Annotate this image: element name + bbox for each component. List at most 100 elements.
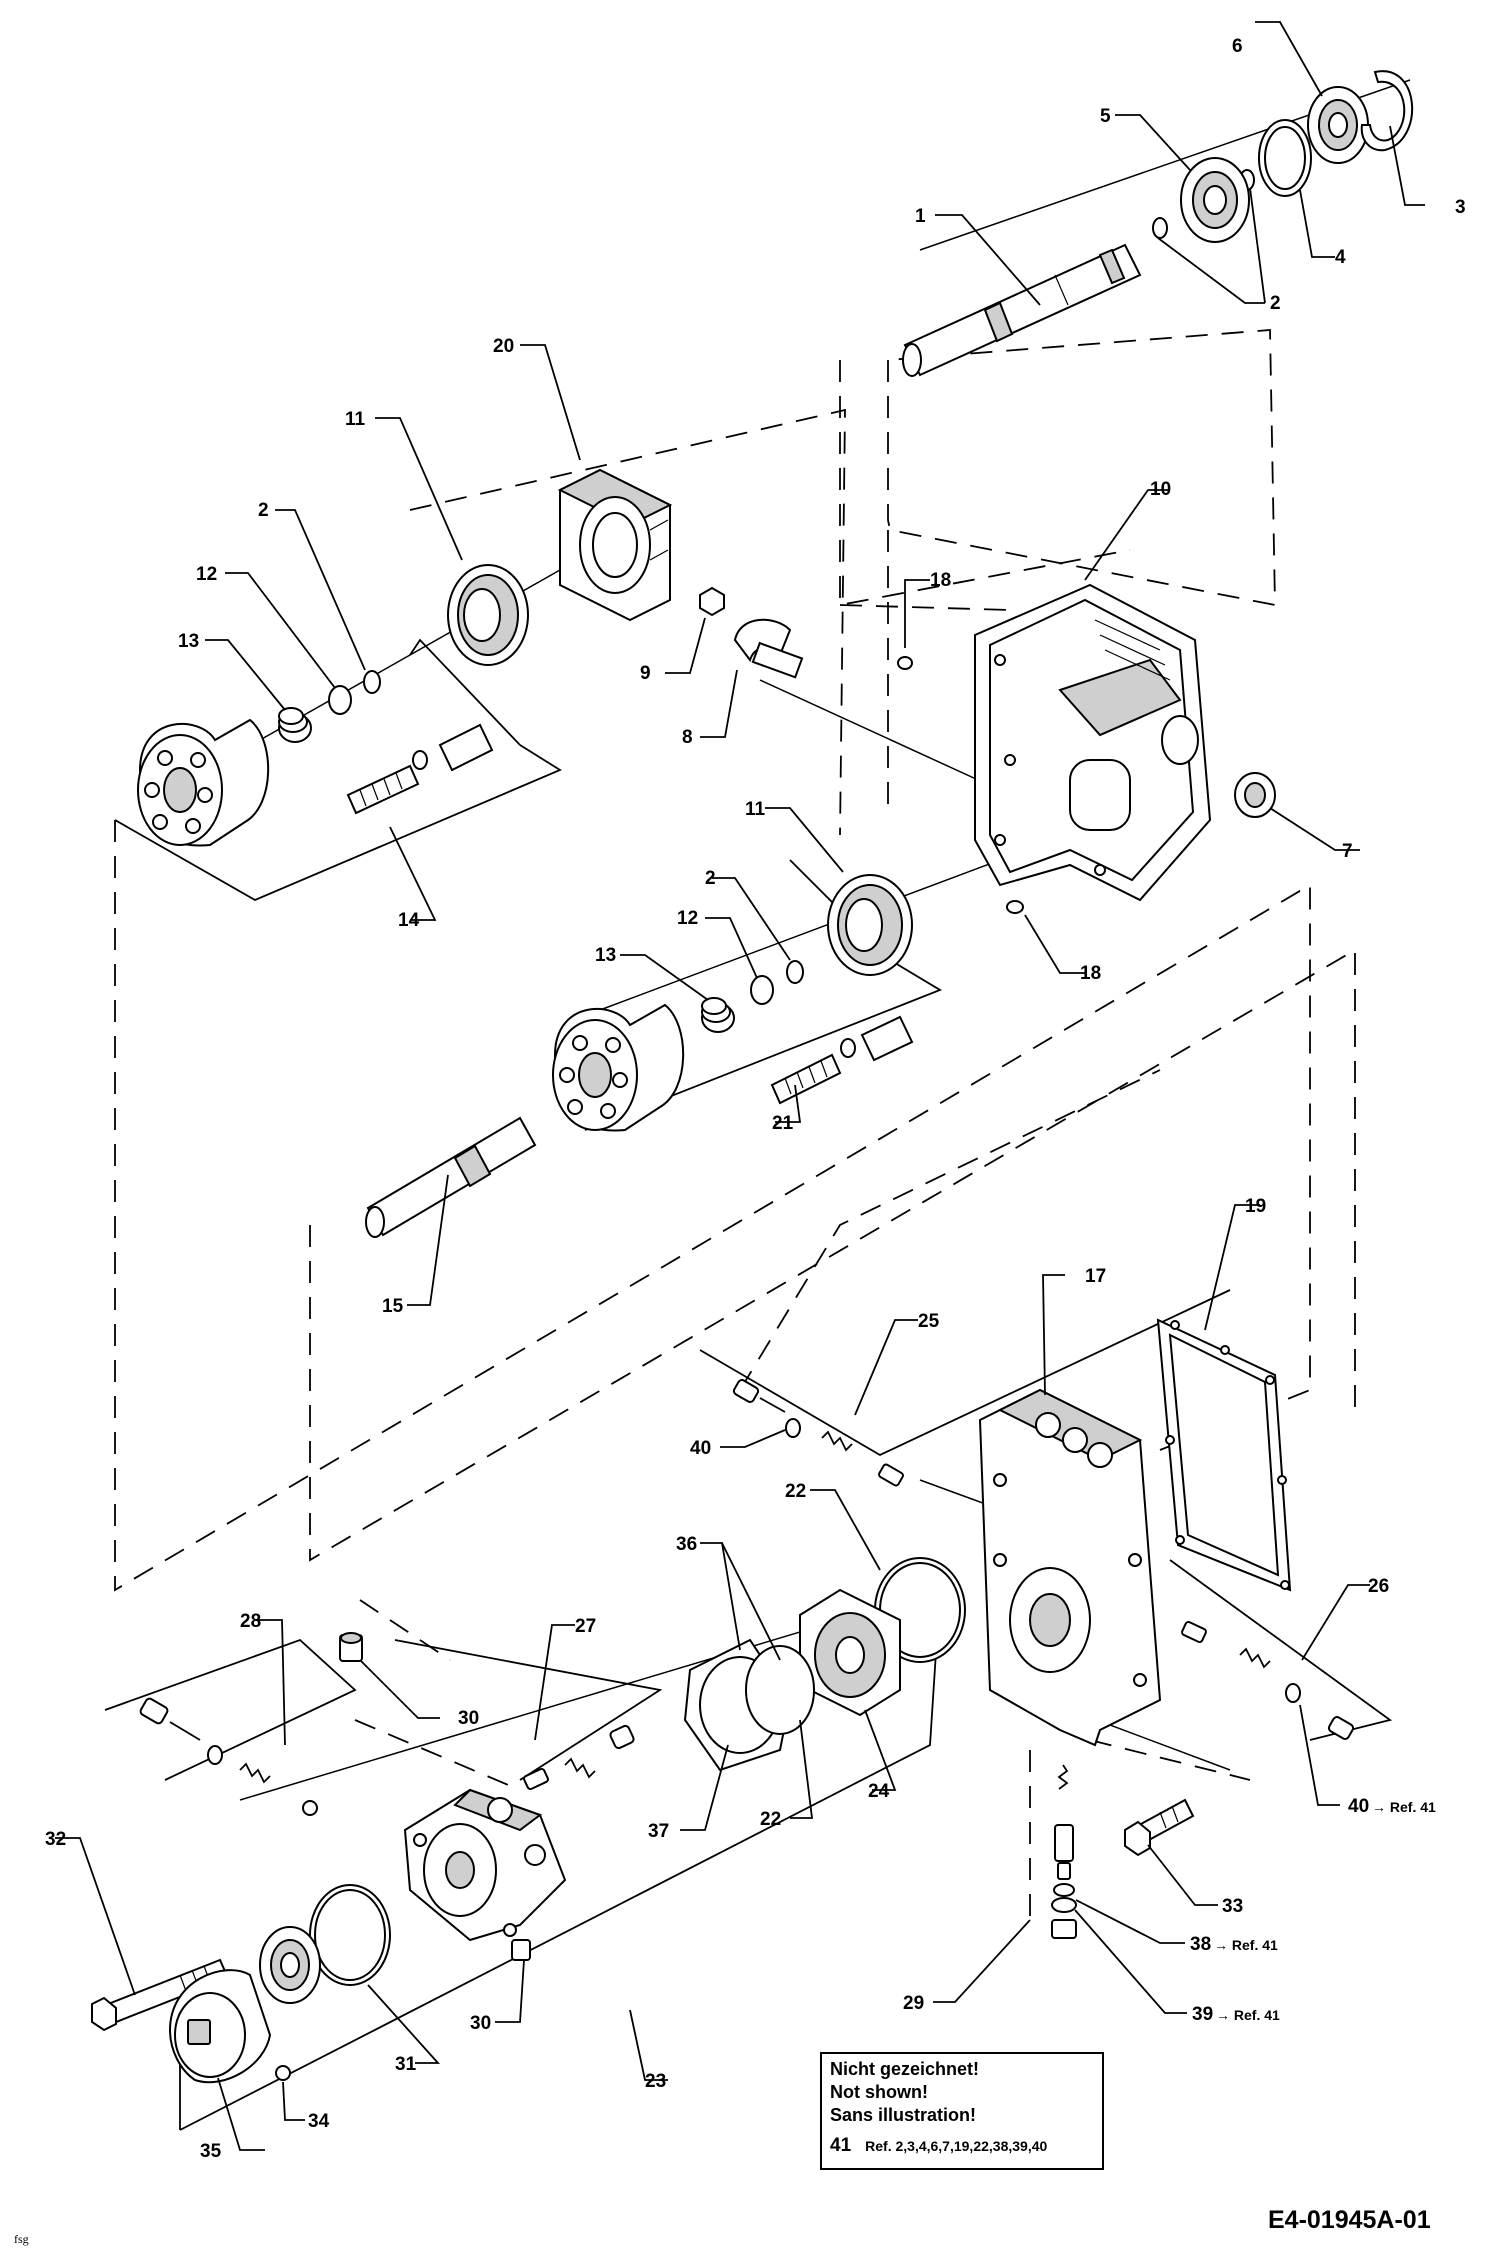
ring-part-2-upper [363,670,381,694]
label-27: 27 [575,1616,596,1637]
pin-part-18-bottom [1006,900,1024,914]
label-13-upper: 13 [178,631,199,652]
label-25: 25 [918,1311,940,1332]
plug-part-30-lower [511,1939,531,1961]
note-item-text: Ref. 2,3,4,6,7,19,22,38,39,40 [865,2138,1048,2154]
label-15: 15 [382,1296,404,1317]
pump-shaft-part-15 [365,1116,537,1238]
label-24: 24 [868,1781,890,1802]
label-4: 4 [1335,247,1346,268]
ref-41-from-40: → Ref. 41 [1372,1799,1436,1815]
label-30-lower: 30 [470,2013,491,2034]
label-26: 26 [1368,1576,1389,1597]
note-line-english: Not shown! [830,2082,928,2102]
leader-lines [55,21,1425,2151]
plug-part-30-upper [339,1632,363,1662]
ref-41-from-39: → Ref. 41 [1216,2007,1280,2023]
piston-assembly-part-14 [346,723,494,815]
circlip-part-3 [1360,70,1414,152]
label-37: 37 [648,1821,669,1842]
ref-41-from-38: → Ref. 41 [1214,1937,1278,1953]
part-number-labels: 6 5 1 3 4 2 20 11 10 2 12 18 13 9 8 7 11… [45,36,1466,2162]
ring-part-2-top-b [1152,217,1168,239]
o-ring-part-40-lower [1285,1683,1301,1703]
label-20: 20 [493,336,514,357]
label-22-upper: 22 [785,1481,806,1502]
screw-part-34 [275,2065,291,2081]
label-35: 35 [200,2141,222,2162]
label-12-upper: 12 [196,564,217,585]
spring-part-13-upper [278,707,312,743]
label-8: 8 [682,727,693,748]
label-18-top: 18 [930,570,951,591]
note-line-german: Nicht gezeichnet! [830,2059,980,2079]
label-29: 29 [903,1993,924,2014]
label-2-upper: 2 [258,500,269,521]
label-22-lower: 22 [760,1809,781,1830]
label-19: 19 [1245,1196,1266,1217]
washer-part-12-lower [750,975,774,1005]
thrust-bearing-part-11-lower [827,874,913,976]
valve-stack-part-29 [1051,1764,1077,1939]
bearing-part-5 [1180,157,1250,243]
label-23: 23 [645,2071,666,2092]
label-7: 7 [1342,841,1353,862]
label-11-upper: 11 [345,409,366,430]
label-2-lower: 2 [705,868,716,889]
label-30-upper: 30 [458,1708,479,1729]
label-40-lower: 40 [1348,1796,1369,1817]
label-38: 38 [1190,1934,1211,1955]
piston-assembly-part-21 [770,1015,914,1105]
label-5: 5 [1100,106,1111,127]
hub-part-35 [168,1969,272,2084]
label-36: 36 [676,1534,697,1555]
label-32: 32 [45,1829,66,1850]
bearing-part-35-side [259,1926,321,2004]
label-28: 28 [240,1611,261,1632]
gasket-part-19 [1156,1318,1292,1592]
valve-part-28 [139,1697,318,1816]
corner-mark: fsg [14,2232,29,2246]
o-ring-part-31-inner [314,1889,386,1981]
thrust-bearing-part-11-upper [447,564,529,666]
main-housing-part-10 [974,583,1212,902]
label-21: 21 [772,1113,794,1134]
valve-part-27 [523,1724,635,1791]
label-6: 6 [1232,36,1243,57]
o-ring-part-22-lower [745,1645,815,1735]
seal-part-7 [1234,772,1276,818]
shaft-part-1 [902,243,1142,377]
label-2-top: 2 [1270,293,1281,314]
center-section-part-17 [978,1388,1162,1747]
label-39: 39 [1192,2004,1213,2025]
label-34: 34 [308,2111,330,2132]
cylinder-block-part-21 [552,1003,685,1132]
note-item-row: 41 Ref. 2,3,4,6,7,19,22,38,39,40 [830,2135,1094,2157]
ring-part-2-lower [786,960,804,984]
document-code: E4-01945A-01 [1268,2206,1431,2234]
label-33: 33 [1222,1896,1243,1917]
label-9: 9 [640,663,651,684]
cylinder-block-part-14 [137,718,270,847]
washer-part-12-upper [328,685,352,715]
ring-part-4-inner [1264,126,1306,190]
label-18-bottom: 18 [1080,963,1101,984]
label-3: 3 [1455,197,1466,218]
spring-part-13-lower [701,997,735,1033]
motor-housing-part-23 [403,1788,567,1942]
label-17: 17 [1085,1266,1106,1287]
label-11-lower: 11 [745,799,766,820]
label-40-upper: 40 [690,1438,711,1459]
label-14: 14 [398,910,420,931]
nut-part-9 [699,586,725,617]
label-12-lower: 12 [677,908,698,929]
note-line-french: Sans illustration! [830,2105,977,2125]
valve-assembly-part-26 [1181,1620,1355,1740]
valve-assembly-part-25 [732,1379,904,1487]
note-item-number: 41 [830,2135,852,2156]
label-31: 31 [395,2054,417,2075]
not-shown-note: Nicht gezeichnet! Not shown! Sans illust… [820,2052,1104,2170]
label-1: 1 [915,206,926,227]
pin-part-18-top [897,656,913,670]
